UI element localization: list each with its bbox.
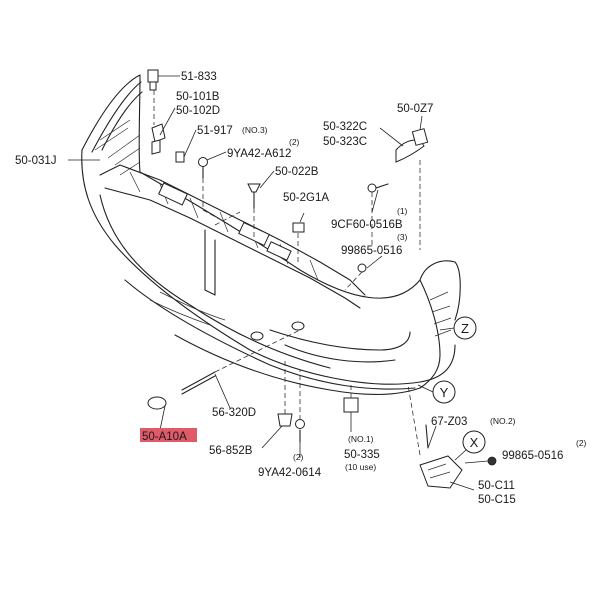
label-50-101b: 50-101B — [176, 91, 220, 103]
label-9ya42-a612-qty: (2) — [289, 137, 300, 147]
label-50-322c: 50-322C — [323, 121, 367, 133]
label-9ya42-0614-qty: (2) — [293, 452, 304, 462]
label-50-2g1a: 50-2G1A — [283, 192, 329, 204]
label-50-323c: 50-323C — [323, 136, 367, 148]
label-50-335-use: (10 use) — [345, 462, 376, 472]
view-z-label: Z — [461, 321, 469, 336]
part-labels: 51-833 50-101B 50-102D 51-917 (NO.3) (2)… — [15, 71, 587, 506]
label-9ya42-a612: 9YA42-A612 — [227, 148, 291, 160]
label-99865-b-qty: (2) — [576, 438, 587, 448]
bumper-cover — [81, 74, 461, 395]
upper-bracket — [99, 164, 366, 309]
view-x-label: X — [470, 435, 479, 450]
view-y-label: Y — [440, 385, 449, 400]
label-51-833: 51-833 — [181, 71, 217, 83]
view-markers: Z Y X — [417, 316, 486, 461]
label-50-335-note: (NO.1) — [348, 434, 374, 444]
label-99865-a-qty: (3) — [397, 232, 408, 242]
label-50-a10a: 50-A10A — [142, 431, 187, 443]
label-9cf60-0516b: 9CF60-0516B — [331, 219, 403, 231]
label-51-917: 51-917 — [197, 125, 233, 137]
label-67-z03: 67-Z03 — [431, 416, 467, 428]
label-99865-0516-a: 99865-0516 — [341, 245, 402, 257]
label-50-c11: 50-C11 — [478, 480, 515, 492]
label-56-852b: 56-852B — [209, 445, 253, 457]
view-x-circle — [462, 430, 486, 454]
highlight-50-a10a — [140, 428, 197, 442]
label-50-031j: 50-031J — [15, 155, 57, 167]
label-50-c15: 50-C15 — [478, 494, 516, 506]
label-50-102d: 50-102D — [176, 105, 220, 117]
label-67-z03-note: (NO.2) — [490, 416, 516, 426]
label-51-917-note: (NO.3) — [242, 125, 268, 135]
dashed-guides — [153, 90, 421, 456]
label-99865-0516-b: 99865-0516 — [502, 450, 563, 462]
leader-lines — [68, 75, 475, 491]
label-9ya42-0614: 9YA42-0614 — [258, 467, 322, 479]
label-50-0z7: 50-0Z7 — [397, 103, 433, 115]
label-56-320d: 56-320D — [212, 407, 256, 419]
label-50-022b: 50-022B — [275, 166, 319, 178]
label-9cf60-qty: (1) — [397, 206, 408, 216]
label-50-335: 50-335 — [344, 449, 380, 461]
